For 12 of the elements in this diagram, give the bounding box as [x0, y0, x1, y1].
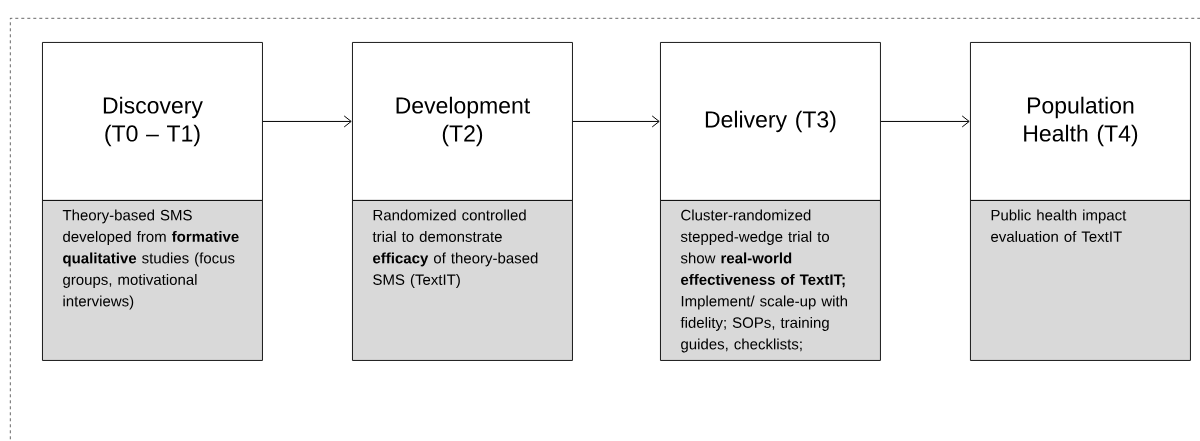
description-box: Public health impact evaluation of TextIT: [970, 200, 1191, 361]
stage-box: Population Health (T4): [970, 42, 1191, 201]
arrow: [262, 115, 352, 128]
description-box: Theory-based SMS developed from formative qualitative studies (focus groups, motivational interviews): [42, 200, 263, 361]
dashed-frame: [10, 18, 1200, 441]
description-box: Randomized controlled trial to demonstrate efficacy of theory-based SMS (TextIT): [352, 200, 573, 361]
stage-box: Discovery (T0 – T1): [42, 42, 263, 201]
stage-box: Development (T2): [352, 42, 573, 201]
description-box: Cluster-randomized stepped-wedge trial to show real-world effectiveness of TextIT; Implement/ scale-up with fidelity; SOPs, training guides, checklists;: [660, 200, 881, 361]
stage-box: Delivery (T3): [660, 42, 881, 201]
arrow: [572, 115, 660, 128]
arrow: [880, 115, 970, 128]
